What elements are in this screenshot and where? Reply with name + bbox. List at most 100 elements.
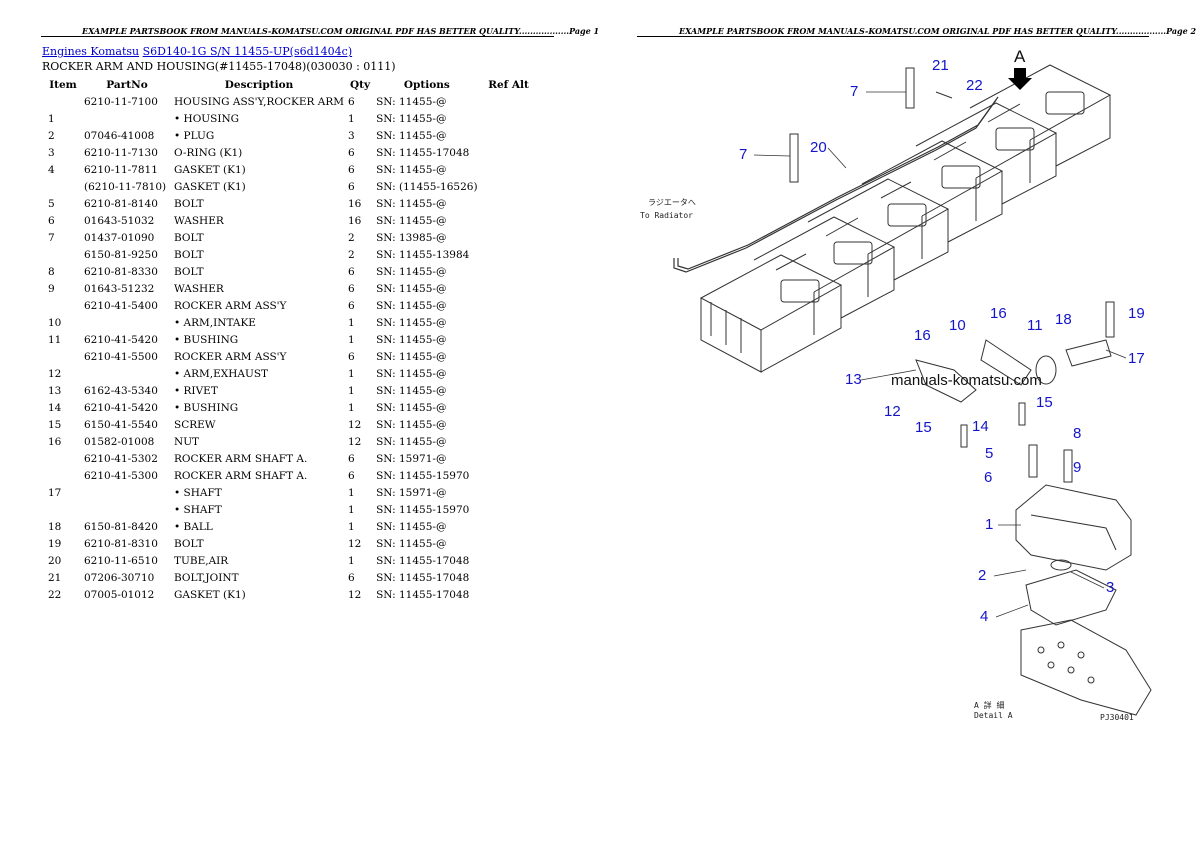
cell-partno: 6150-81-9250: [84, 248, 158, 261]
cell-description: • HOUSING: [174, 112, 240, 125]
rocker-housing: [1015, 484, 1152, 716]
cell-description: WASHER: [174, 282, 224, 295]
cell-item: 21: [48, 571, 62, 584]
cell-ref-alt: [480, 535, 538, 552]
cell-item: [42, 246, 82, 263]
cell-options: SN: 11455-17048: [376, 146, 470, 159]
cell-ref-alt: [480, 314, 538, 331]
cell-options: SN: 11455-@: [376, 95, 447, 108]
cell-options: SN: 11455-15970: [376, 469, 470, 482]
cell-item: 10: [48, 316, 62, 329]
cell-description: BOLT: [174, 248, 204, 261]
callout-6: 6: [984, 469, 992, 486]
cell-qty: 6: [348, 180, 355, 193]
cylinder-head-row: [699, 64, 1112, 373]
cell-partno: 6210-41-5500: [84, 350, 158, 363]
callout-3: 3: [1106, 579, 1114, 596]
cell-description: • BUSHING: [174, 333, 239, 346]
cell-item: 6: [48, 214, 55, 227]
cell-partno: 6210-11-7130: [84, 146, 158, 159]
callout-16-right: 16: [990, 305, 1007, 322]
cell-partno: [82, 314, 172, 331]
cell-item: 19: [48, 537, 62, 550]
cell-ref-alt: [480, 518, 538, 535]
column-header-ref-alt: Ref Alt: [488, 78, 529, 91]
callout-12: 12: [884, 403, 901, 420]
breadcrumb-link-model[interactable]: S6D140-1G S/N 11455-UP(s6d1404c): [142, 45, 353, 58]
cell-qty: 12: [348, 435, 362, 448]
column-header-qty: Qty: [350, 78, 371, 91]
cell-item: [42, 450, 82, 467]
callout-21: 21: [932, 57, 949, 74]
cell-item: 1: [48, 112, 55, 125]
cell-item: 16: [48, 435, 62, 448]
cell-qty: 2: [348, 231, 355, 244]
header-rule-left: [41, 36, 554, 37]
cell-qty: 1: [348, 486, 355, 499]
view-arrow-icon: A: [1008, 47, 1032, 90]
callout-14: 14: [972, 418, 989, 435]
cell-options: SN: 11455-17048: [376, 554, 470, 567]
cell-ref-alt: [480, 348, 538, 365]
callout-22: 22: [966, 77, 983, 94]
cell-partno: 6210-41-5420: [84, 333, 158, 346]
header-rule-right: [637, 36, 1149, 37]
cell-options: SN: 11455-17048: [376, 571, 470, 584]
cell-partno: 6150-41-5540: [84, 418, 158, 431]
callout-9: 9: [1073, 459, 1081, 476]
cell-options: SN: 11455-@: [376, 316, 447, 329]
cell-qty: 6: [348, 146, 355, 159]
callout-7-lower: 7: [739, 146, 747, 163]
cell-ref-alt: [480, 212, 538, 229]
callout-19: 19: [1128, 305, 1145, 322]
cell-item: [42, 93, 82, 110]
cell-description: TUBE,AIR: [174, 554, 229, 567]
cell-partno: 6210-81-8310: [84, 537, 158, 550]
cell-ref-alt: [480, 93, 538, 110]
cell-options: SN: 11455-@: [376, 265, 447, 278]
cell-item: 13: [48, 384, 62, 397]
cell-partno: 07206-30710: [84, 571, 155, 584]
cell-qty: 6: [348, 95, 355, 108]
cell-qty: 16: [348, 214, 362, 227]
cell-options: SN: (11455-16526): [376, 180, 478, 193]
callout-17: 17: [1128, 350, 1145, 367]
cell-ref-alt: [480, 450, 538, 467]
cell-partno: (6210-11-7810): [84, 180, 167, 193]
cell-partno: 6162-43-5340: [84, 384, 158, 397]
cell-partno: 6210-81-8330: [84, 265, 158, 278]
cell-qty: 6: [348, 282, 355, 295]
cell-options: SN: 11455-17048: [376, 588, 470, 601]
callout-8: 8: [1073, 425, 1081, 442]
breadcrumb-link-engines[interactable]: Engines Komatsu: [42, 45, 140, 58]
cell-item: 4: [48, 163, 55, 176]
cell-qty: 1: [348, 367, 355, 380]
radiator-label-jp: ラジエータへ: [648, 198, 696, 207]
cell-partno: 01643-51232: [84, 282, 155, 295]
cell-options: SN: 11455-@: [376, 129, 447, 142]
cell-partno: 01643-51032: [84, 214, 155, 227]
figure-code: PJ30401: [1100, 713, 1134, 722]
cell-options: SN: 11455-@: [376, 418, 447, 431]
cell-description: NUT: [174, 435, 200, 448]
cell-qty: 1: [348, 503, 355, 516]
radiator-label-en: To Radiator: [640, 211, 693, 220]
cell-ref-alt: [480, 569, 538, 586]
cell-ref-alt: [480, 416, 538, 433]
cell-ref-alt: [480, 586, 538, 603]
cell-ref-alt: [480, 552, 538, 569]
cell-ref-alt: [480, 297, 538, 314]
cell-description: • ARM,INTAKE: [174, 316, 256, 329]
